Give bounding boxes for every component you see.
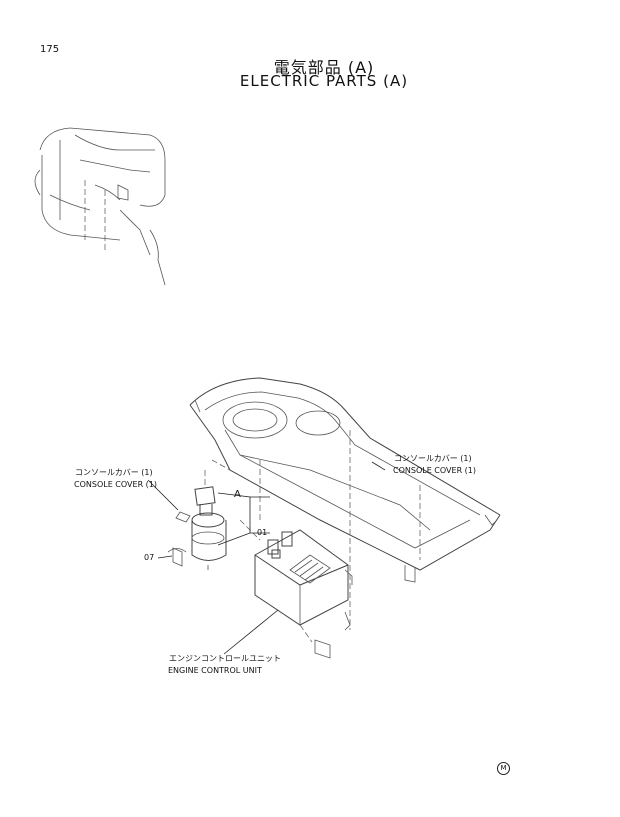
page-number: 175 (40, 44, 60, 55)
console-cover-left-label-jp: コンソールカバー (1) (75, 468, 153, 477)
console-cover-left-label-en: CONSOLE COVER (1) (74, 480, 157, 489)
page-title-en: ELECTRIC PARTS (A) (239, 72, 409, 90)
corner-mark: M (497, 762, 510, 775)
console-cover-drawing (189, 377, 501, 630)
key-switch-drawing (167, 459, 261, 570)
overview-inset-drawing (34, 127, 166, 286)
engine-control-unit-label-en: ENGINE CONTROL UNIT (168, 666, 262, 675)
page-title-jp: 電気部品 (A) (273, 58, 375, 77)
leader-console-cover-left (147, 479, 179, 511)
console-cover-right-label-en: CONSOLE COVER (1) (393, 466, 476, 475)
engine-control-unit-label-jp: エンジンコントロールユニット (169, 654, 281, 663)
leader-console-cover-right (371, 461, 386, 471)
leader-07 (157, 555, 173, 559)
leader-lines (147, 461, 386, 655)
console-cover-right-label-jp: コンソールカバー (1) (394, 454, 472, 463)
callout-a: A (234, 489, 241, 500)
engine-control-unit-drawing (254, 529, 353, 659)
callout-01: 01 (257, 528, 268, 537)
leader-engine-control-unit (223, 609, 279, 655)
bracket-a-01 (217, 492, 251, 546)
callout-07: 07 (144, 553, 155, 562)
